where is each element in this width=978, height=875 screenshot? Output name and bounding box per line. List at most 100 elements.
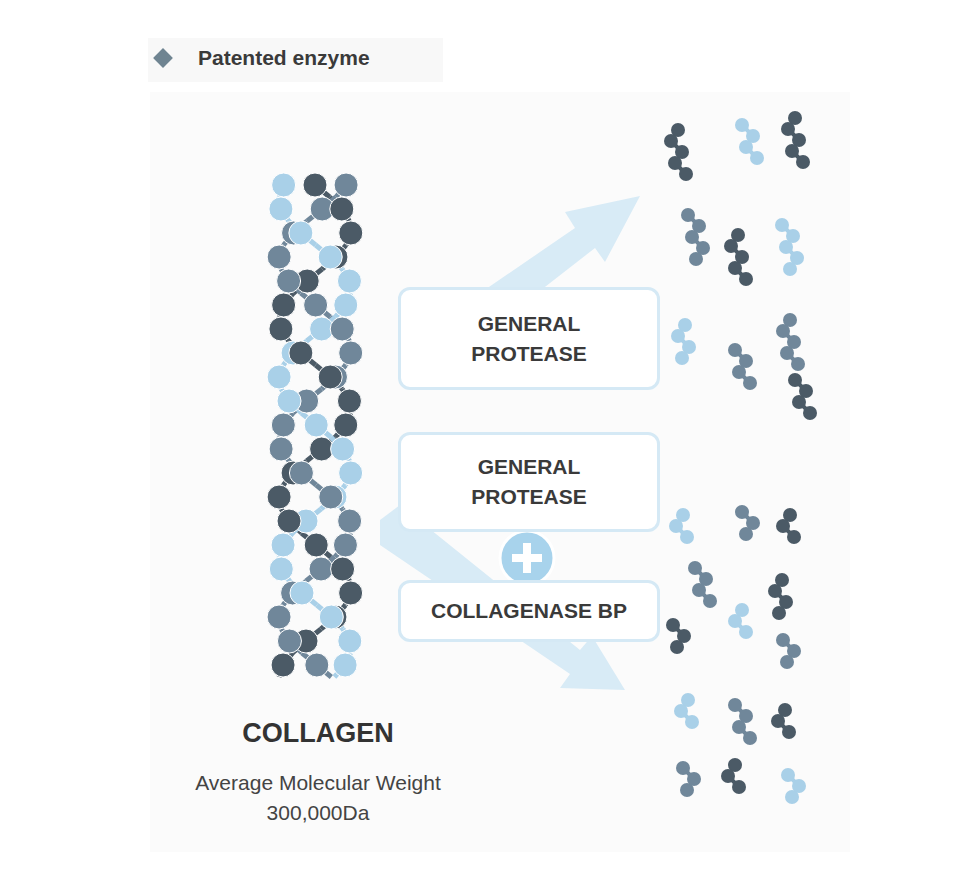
background-panel (150, 92, 850, 852)
fragment-atom (674, 704, 688, 718)
helix-atom (277, 269, 301, 293)
enzyme-box: COLLAGENASE BP (398, 580, 660, 642)
helix-atom (333, 653, 357, 677)
fragment-atom (685, 715, 699, 729)
helix-atom (339, 341, 363, 365)
fragment-atom (671, 329, 685, 343)
helix-atom (339, 221, 363, 245)
fragment-atom (771, 714, 785, 728)
helix-atom (267, 485, 291, 509)
helix-atom (272, 293, 296, 317)
fragment-atom (703, 594, 717, 608)
fragment-atom (791, 357, 805, 371)
helix-atom (304, 293, 328, 317)
fragment-atom (776, 519, 790, 533)
helix-atom (277, 629, 301, 653)
helix-atom (318, 365, 342, 389)
fragment-atom (788, 373, 802, 387)
helix-atom (333, 533, 357, 557)
fragment-atom (785, 144, 799, 158)
helix-atom (319, 485, 343, 509)
helix-atom (339, 461, 363, 485)
helix-atom (267, 365, 291, 389)
plus-circle (500, 531, 554, 585)
plus-bar (523, 543, 531, 573)
helix-atom (330, 317, 354, 341)
fragment-atom (785, 790, 799, 804)
fragment-atom (779, 240, 793, 254)
helix-atom (269, 197, 293, 221)
helix-atom (269, 557, 293, 581)
fragment-atom (739, 140, 753, 154)
helix-atom (267, 605, 291, 629)
fragment-atom (728, 343, 742, 357)
bullet-diamond (153, 48, 173, 68)
helix-atom (319, 605, 343, 629)
fragment-atom (739, 625, 753, 639)
collagen-helix (267, 173, 363, 677)
fragment-atom (732, 365, 746, 379)
enzyme-box: GENERAL PROTEASE (398, 287, 660, 390)
fragment-atom (669, 519, 683, 533)
molecule-name: COLLAGEN (168, 718, 468, 749)
fragment-atom (783, 262, 797, 276)
fragment-atom (728, 614, 742, 628)
fragment-atom (782, 725, 796, 739)
helix-atom (271, 533, 295, 557)
helix-atom (269, 317, 293, 341)
helix-atom (272, 173, 296, 197)
fragment-atom (676, 761, 690, 775)
fragment-atom (739, 527, 753, 541)
box-label: GENERAL PROTEASE (454, 309, 604, 369)
fragment-atom (772, 606, 786, 620)
fragment-atom (685, 230, 699, 244)
fragment-atom (776, 633, 790, 647)
helix-atom (271, 653, 295, 677)
helix-atom (334, 293, 358, 317)
fragment-atom (728, 698, 742, 712)
fragment-atom (780, 346, 794, 360)
fragment-atom (780, 655, 794, 669)
fragment-atom (721, 769, 735, 783)
helix-atom (331, 437, 355, 461)
helix-atom (289, 221, 313, 245)
box-label: COLLAGENASE BP (431, 596, 627, 626)
fragment-atom (776, 324, 790, 338)
helix-atom (304, 413, 328, 437)
fragment-atom (732, 780, 746, 794)
fragment-atom (732, 720, 746, 734)
fragment-atom (681, 208, 695, 222)
fragment-atom (668, 156, 682, 170)
helix-atom (337, 389, 361, 413)
helix-atom (338, 509, 362, 533)
fragment-atom (735, 505, 749, 519)
fragment-atom (803, 406, 817, 420)
fragment-atom (688, 561, 702, 575)
helix-atom (267, 245, 291, 269)
fragment-atom (670, 640, 684, 654)
fragment-atom (675, 351, 689, 365)
helix-atom (334, 173, 358, 197)
helix-atom (304, 533, 328, 557)
fragment-atom (750, 151, 764, 165)
fragment-atom (724, 239, 738, 253)
fragment-atom (735, 118, 749, 132)
helix-atom (277, 509, 301, 533)
helix-atom (331, 557, 355, 581)
helix-atom (269, 437, 293, 461)
fragment-atom (792, 395, 806, 409)
fragment-atom (787, 530, 801, 544)
enzyme-box: GENERAL PROTEASE (398, 432, 660, 532)
box-label: GENERAL PROTEASE (454, 452, 604, 512)
molecule-weight: Average Molecular Weight 300,000Da (168, 768, 468, 828)
helix-atom (337, 269, 361, 293)
fragment-atom (666, 618, 680, 632)
fragment-atom (689, 252, 703, 266)
fragment-atom (743, 731, 757, 745)
helix-atom (305, 653, 329, 677)
helix-atom (289, 341, 313, 365)
fragment-atom (664, 134, 678, 148)
fragment-atom (728, 261, 742, 275)
fragment-atom (781, 122, 795, 136)
helix-atom (339, 581, 363, 605)
